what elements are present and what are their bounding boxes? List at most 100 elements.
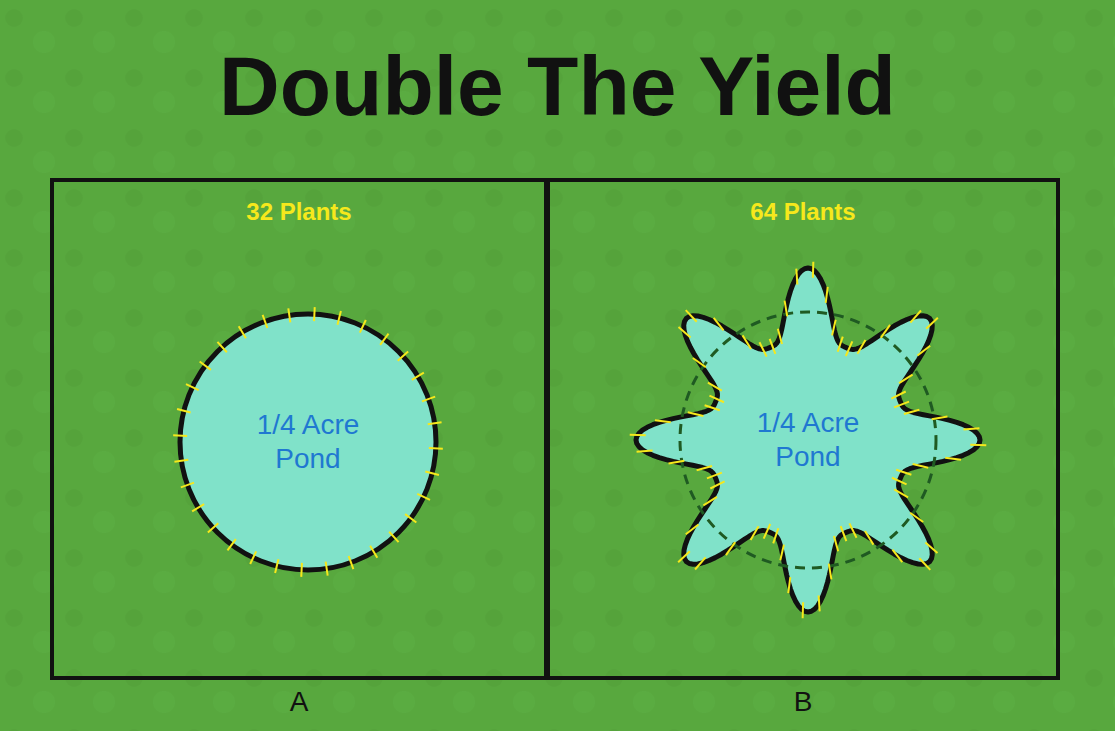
field-panel: 32 PlantsA1/4 Acre Pond bbox=[50, 178, 548, 680]
plant-mark bbox=[250, 551, 256, 564]
plant-mark bbox=[686, 310, 697, 322]
star-pond: 1/4 Acre Pond bbox=[628, 260, 988, 620]
plant-mark bbox=[770, 339, 776, 354]
pond-outline bbox=[636, 268, 980, 612]
plant-mark bbox=[919, 558, 930, 570]
plant-mark bbox=[857, 340, 865, 354]
plant-mark bbox=[743, 335, 751, 349]
plant-mark bbox=[174, 460, 188, 462]
plant-mark bbox=[910, 311, 921, 323]
plant-mark bbox=[275, 559, 278, 573]
plant-mark bbox=[891, 391, 905, 398]
plant-mark bbox=[838, 337, 843, 352]
pond-label: 1/4 Acre Pond bbox=[738, 406, 878, 473]
plant-mark bbox=[360, 320, 366, 333]
original-outline-dashed bbox=[680, 312, 936, 568]
plant-mark bbox=[679, 327, 691, 338]
plant-mark bbox=[904, 410, 919, 414]
plant-mark bbox=[865, 531, 873, 545]
plant-mark bbox=[796, 269, 797, 285]
plant-mark bbox=[714, 318, 724, 331]
plant-mark bbox=[693, 358, 706, 367]
plant-count: 32 Plants bbox=[54, 198, 544, 226]
plant-mark bbox=[695, 557, 706, 569]
plant-mark bbox=[812, 262, 814, 278]
pond-shape bbox=[628, 260, 988, 620]
plant-mark bbox=[841, 526, 847, 541]
plant-mark bbox=[910, 513, 923, 522]
plant-mark bbox=[173, 434, 187, 437]
plant-mark bbox=[705, 405, 720, 410]
plant-mark bbox=[778, 329, 782, 344]
pond-label: 1/4 Acre Pond bbox=[238, 408, 378, 475]
plant-mark bbox=[708, 383, 722, 391]
plant-mark bbox=[300, 563, 303, 577]
plant-mark bbox=[263, 315, 268, 328]
round-pond: 1/4 Acre Pond bbox=[180, 314, 436, 570]
plant-mark bbox=[703, 497, 717, 505]
plant-mark bbox=[970, 444, 986, 446]
plant-mark bbox=[227, 539, 235, 550]
plant-mark bbox=[899, 375, 913, 383]
plant-mark bbox=[764, 524, 771, 539]
plant-mark bbox=[932, 417, 948, 420]
plant-mark bbox=[326, 562, 328, 576]
plant-mark bbox=[217, 342, 226, 352]
plant-mark bbox=[918, 346, 931, 356]
plant-mark bbox=[398, 351, 408, 360]
plant-mark bbox=[710, 481, 724, 488]
plant-mark bbox=[788, 577, 790, 593]
plant-mark bbox=[669, 461, 685, 464]
plant-mark bbox=[370, 546, 377, 558]
plant-mark bbox=[655, 420, 671, 422]
plant-mark bbox=[389, 532, 398, 542]
plant-mark bbox=[208, 523, 218, 532]
plant-mark bbox=[417, 494, 430, 500]
plant-mark bbox=[412, 373, 424, 380]
plant-mark bbox=[429, 447, 443, 450]
panel-letter: B bbox=[550, 688, 1056, 716]
plant-mark bbox=[697, 466, 712, 470]
plant-mark bbox=[678, 551, 690, 562]
plant-mark bbox=[751, 526, 759, 540]
plant-mark bbox=[913, 464, 929, 468]
plant-mark bbox=[637, 451, 653, 452]
plant-mark bbox=[405, 514, 416, 522]
plant-mark bbox=[963, 428, 979, 429]
plant-mark bbox=[894, 489, 908, 497]
plant-mark bbox=[925, 542, 937, 553]
plant-mark bbox=[181, 483, 194, 488]
plant-mark bbox=[881, 325, 890, 338]
plant-mark bbox=[422, 397, 435, 402]
plant-mark bbox=[834, 536, 838, 551]
plant-mark bbox=[846, 341, 853, 356]
plant-mark bbox=[313, 307, 316, 321]
panel-letter: A bbox=[54, 688, 544, 716]
plant-count: 64 Plants bbox=[550, 198, 1056, 226]
plant-mark bbox=[826, 287, 828, 303]
plant-mark bbox=[707, 473, 722, 479]
plant-mark bbox=[686, 525, 699, 535]
plant-mark bbox=[894, 402, 909, 408]
plant-mark bbox=[428, 422, 442, 424]
plant-mark bbox=[780, 545, 784, 561]
plant-mark bbox=[892, 478, 907, 485]
plant-mark bbox=[177, 409, 191, 412]
pond-shape bbox=[180, 314, 436, 570]
plant-mark bbox=[709, 396, 724, 403]
plant-mark bbox=[726, 542, 735, 555]
plant-mark bbox=[802, 602, 804, 618]
plant-mark bbox=[380, 334, 388, 345]
plant-mark bbox=[926, 318, 938, 329]
plant-mark bbox=[288, 308, 290, 322]
diagram-title: Double The Yield bbox=[0, 40, 1115, 132]
plant-mark bbox=[349, 556, 354, 569]
plant-mark bbox=[186, 384, 199, 390]
plant-mark bbox=[849, 523, 856, 537]
plant-mark bbox=[200, 361, 211, 369]
plant-mark bbox=[819, 595, 820, 611]
plant-mark bbox=[829, 564, 832, 580]
plant-mark bbox=[945, 458, 961, 460]
field-panel: 64 PlantsB1/4 Acre Pond bbox=[546, 178, 1060, 680]
plant-mark bbox=[896, 470, 911, 475]
